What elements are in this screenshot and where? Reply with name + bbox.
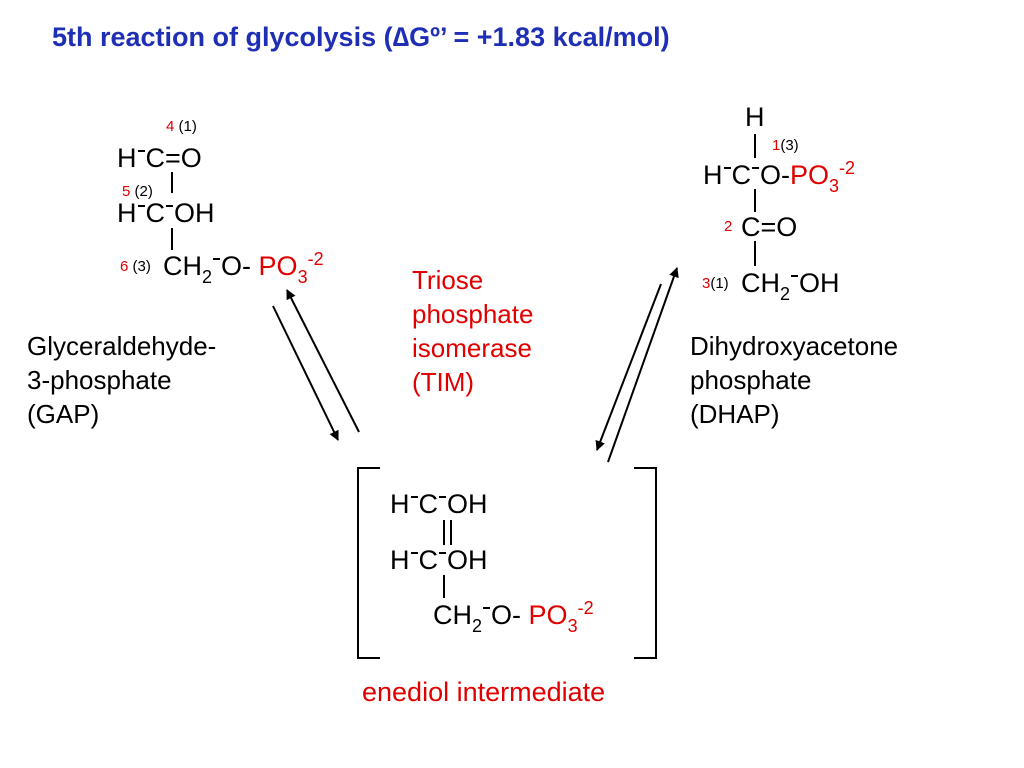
left-bracket xyxy=(357,467,380,659)
right-bracket xyxy=(634,467,657,659)
bond xyxy=(483,606,491,609)
bond xyxy=(137,204,145,207)
bond xyxy=(137,149,145,152)
dhap-row2: C=O xyxy=(741,212,798,242)
gap-carbon1-number: 4 (1) xyxy=(166,118,197,135)
gap-carbon2-number: 5 (2) xyxy=(122,183,153,200)
enzyme-label: Triose phosphate isomerase (TIM) xyxy=(412,265,534,397)
arrow-gap-to-enediol xyxy=(272,305,339,441)
enediol-label: enediol intermediate xyxy=(362,677,606,707)
bond xyxy=(439,551,446,554)
bond xyxy=(439,495,446,498)
title-text: 5th reaction of glycolysis ( xyxy=(52,22,393,52)
bond xyxy=(410,551,418,554)
gap-name: Glyceraldehyde- 3-phosphate (GAP) xyxy=(27,331,217,429)
dhap-carbon1-number: 1(3) xyxy=(772,137,799,154)
bond xyxy=(213,257,221,260)
arrow-dhap-to-enediol xyxy=(595,283,662,451)
dhap-carbon2-number: 2 xyxy=(724,218,733,235)
bond xyxy=(791,274,799,277)
dhap-carbon3-number: 3(1) xyxy=(702,275,729,292)
bond xyxy=(752,166,759,169)
arrow-enediol-to-dhap xyxy=(607,267,679,463)
dhap-top-h: H xyxy=(745,102,765,132)
bond xyxy=(410,495,418,498)
page-title: 5th reaction of glycolysis (∆Gº’ = +1.83… xyxy=(52,22,670,53)
title-energy: Gº’ = +1.83 kcal/mol) xyxy=(409,22,670,52)
gap-carbon3-number: 6 (3) xyxy=(120,258,151,275)
delta-symbol: ∆ xyxy=(392,22,410,52)
dhap-name: Dihydroxyacetone phosphate (DHAP) xyxy=(690,331,899,429)
arrow-enediol-to-gap xyxy=(286,289,360,433)
bond xyxy=(723,166,731,169)
bond xyxy=(166,204,173,207)
